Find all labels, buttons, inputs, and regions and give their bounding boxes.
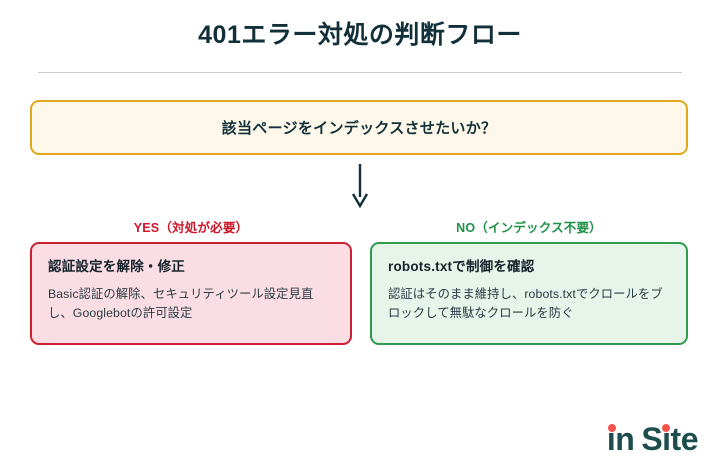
logo-dot-site-icon — [662, 424, 671, 432]
outcome-box-yes: 認証設定を解除・修正 Basic認証の解除、セキュリティツール設定見直し、Goo… — [30, 242, 352, 345]
outcome-title-yes: 認証設定を解除・修正 — [48, 259, 185, 274]
outcome-body-no: 認証はそのまま維持し、robots.txtでクロールをブロックして無駄なクロール… — [388, 287, 663, 320]
decision-question-text: 該当ページをインデックスさせたいか？ — [221, 120, 497, 137]
page-title: 401エラー対処の判断フロー — [198, 21, 522, 49]
logo-word-site: Site — [641, 422, 698, 456]
outcome-body-yes: Basic認証の解除、セキュリティツール設定見直し、Googlebotの許可設定 — [48, 287, 314, 320]
arrow-down-icon — [345, 164, 375, 209]
outcome-title-no: robots.txtで制御を確認 — [388, 259, 535, 274]
branch-label-no: NO（インデックス不要） — [456, 221, 602, 235]
decision-question-box: 該当ページをインデックスさせたいか？ — [30, 100, 688, 155]
insite-logo: in Site — [607, 422, 699, 456]
branch-label-yes: YES（対処が必要） — [133, 221, 249, 235]
logo-word-in: in — [607, 422, 635, 456]
title-divider — [38, 72, 682, 73]
logo-dot-in-icon — [607, 424, 616, 432]
outcome-box-no: robots.txtで制御を確認 認証はそのまま維持し、robots.txtでク… — [370, 242, 688, 345]
